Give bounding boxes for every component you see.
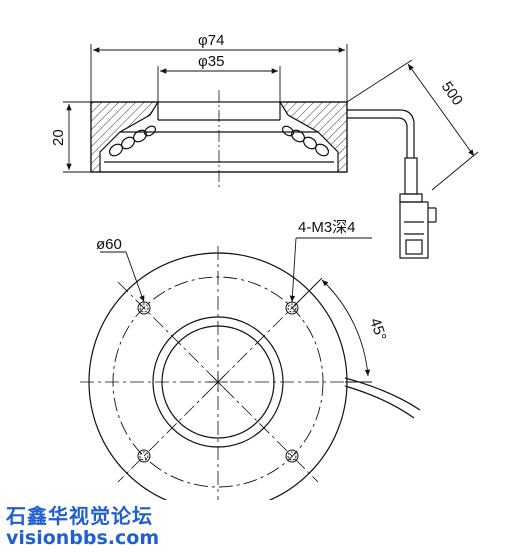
dim-inner-diameter: φ35 (198, 53, 224, 70)
led-beads-left (108, 125, 157, 157)
top-dimensions (100, 237, 372, 383)
side-dimensions (63, 44, 479, 191)
technical-drawing: φ74 φ35 20 500 (50, 32, 479, 500)
dim-hole-circle: ø60 (96, 236, 122, 253)
connector (399, 157, 437, 259)
diag-line-1 (117, 281, 319, 483)
top-view (80, 246, 421, 500)
led-beads-right (281, 125, 330, 157)
dim-angle: 45° (366, 316, 389, 343)
dim-holes: 4-M3深4 (298, 219, 356, 236)
diag-line-2 (117, 281, 319, 483)
cable (347, 109, 415, 158)
dim-cable-length: 500 (438, 79, 466, 109)
side-view (90, 90, 437, 259)
watermark-url: visionbbs.com (6, 527, 160, 549)
dim-height: 20 (50, 129, 67, 146)
cable-exit (344, 377, 421, 411)
dim-outer-diameter: φ74 (198, 32, 224, 49)
watermark-title: 石鑫华视觉论坛 (6, 504, 153, 528)
